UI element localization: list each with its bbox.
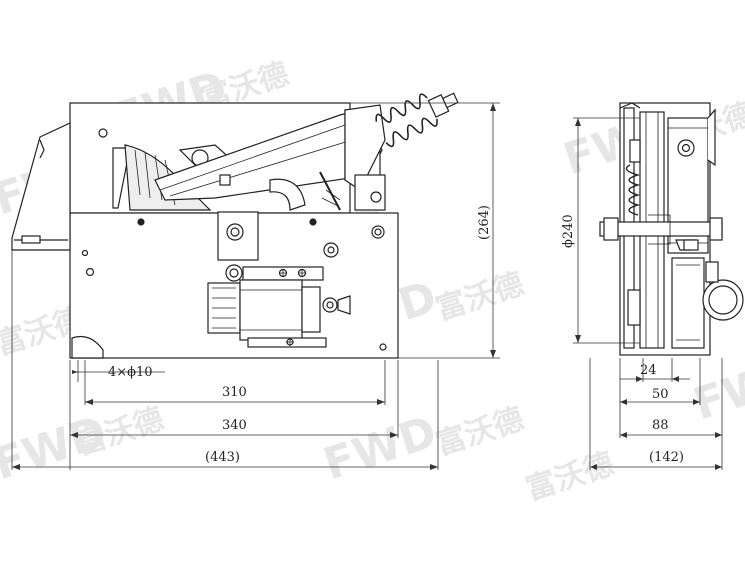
dim-50: 50 — [652, 387, 669, 402]
roller-bar — [225, 264, 324, 282]
dim-340: 340 — [222, 418, 247, 433]
rivet — [137, 218, 145, 226]
bolt-head — [371, 225, 385, 239]
front-view — [599, 102, 744, 356]
side-view — [11, 92, 459, 359]
spring-coil — [375, 92, 459, 148]
spring-assembly — [344, 92, 459, 239]
bolt-head — [374, 228, 382, 236]
roller-end — [229, 268, 239, 278]
brake-arm — [154, 109, 383, 211]
mount-hole — [85, 267, 95, 277]
watermark-brand-cn: 富沃德 — [522, 447, 618, 508]
mount-hole — [98, 128, 108, 138]
bracket-bolt — [323, 242, 339, 258]
adjuster-block — [207, 279, 351, 348]
foot — [71, 335, 104, 359]
dim-443: (443) — [205, 450, 240, 465]
dim-88: 88 — [652, 418, 669, 433]
dim-24: 24 — [640, 363, 657, 378]
watermark-brand-cn: 富沃德 — [432, 402, 528, 463]
front-arrows — [575, 118, 722, 470]
front-spring — [625, 164, 641, 216]
mount-hole — [81, 249, 89, 257]
adjuster-knob — [326, 301, 334, 309]
watermark-brand: FWD — [688, 346, 745, 430]
watermark-brand-cn: 富沃德 — [432, 267, 528, 328]
dim-310: 310 — [222, 385, 247, 400]
watermark-brand: FWD — [318, 406, 443, 490]
roller-wheel — [708, 285, 738, 315]
front-dimensions — [573, 117, 723, 470]
bracket-bolt — [230, 227, 240, 237]
adjuster-knob — [322, 297, 338, 313]
side-arrows — [12, 103, 496, 470]
center-bracket — [217, 211, 339, 261]
dim-142: (142) — [649, 450, 684, 465]
bolt-head — [370, 191, 382, 203]
side-dimensions — [11, 102, 500, 470]
dim-hole-spec: 4×ϕ10 — [108, 365, 153, 380]
bracket-bolt — [226, 223, 244, 241]
mount-hole — [379, 343, 387, 351]
dim-264: (264) — [477, 205, 492, 240]
dim-dia-240: ϕ240 — [561, 214, 576, 248]
bracket-bolt — [327, 246, 335, 254]
rivet — [309, 218, 317, 226]
bearing — [681, 143, 691, 153]
roller-end — [225, 264, 243, 282]
bearing — [677, 139, 695, 157]
